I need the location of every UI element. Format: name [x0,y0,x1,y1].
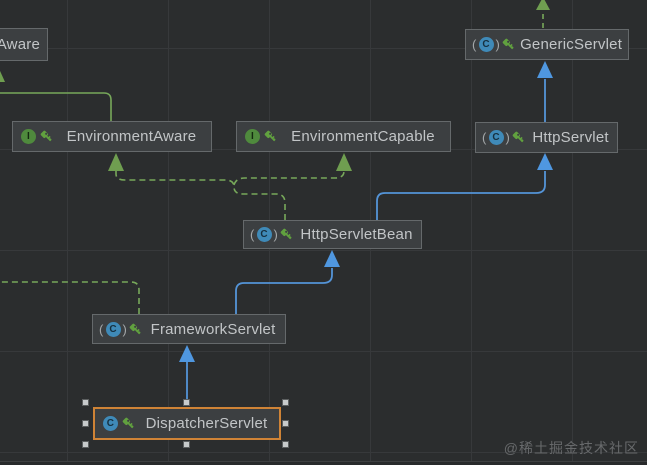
node-icons: C [103,416,135,431]
node-http-servlet[interactable]: ( C ) HttpServlet [475,122,618,153]
node-dispatcher-servlet[interactable]: C DispatcherServlet [93,407,281,440]
selection-handle-top-right[interactable] [282,399,289,406]
bottom-edge [0,461,647,465]
node-http-servlet-bean[interactable]: ( C ) HttpServletBean [243,220,422,249]
node-icons: I [21,129,53,144]
abstract-class-icon: C [256,227,272,242]
key-icon [512,131,524,143]
abstract-paren-open: ( [472,37,477,52]
key-icon [280,228,292,240]
abstract-paren-close: ) [273,227,279,242]
node-environment-aware[interactable]: I EnvironmentAware [12,121,212,152]
abstract-paren-close: ) [495,37,501,52]
node-framework-servlet[interactable]: ( C ) FrameworkServlet [92,314,286,344]
node-environment-capable[interactable]: I EnvironmentCapable [236,121,451,152]
key-icon [122,417,134,429]
node-environment-aware-label: EnvironmentAware [66,128,197,145]
abstract-paren-close: ) [122,321,128,337]
abstract-class-icon: C [105,321,121,337]
abstract-paren-close: ) [505,130,511,145]
node-icons: I [245,129,277,144]
interface-icon: I [245,129,260,144]
selection-handle-mid-left[interactable] [82,420,89,427]
interface-icon: I [21,129,36,144]
key-icon [129,323,141,334]
key-icon [264,130,276,142]
key-icon [502,38,514,50]
selection-handle-top-center[interactable] [183,399,190,406]
node-icons: ( C ) [472,37,515,52]
selection-handle-mid-right[interactable] [282,420,289,427]
selection-handle-top-left[interactable] [82,399,89,406]
node-http-servlet-bean-label: HttpServletBean [300,226,413,243]
node-environment-capable-label: EnvironmentCapable [291,128,435,145]
abstract-paren-open: ( [482,130,487,145]
node-generic-servlet-label: GenericServlet [520,36,622,53]
key-icon [40,130,52,142]
node-http-servlet-label: HttpServlet [532,129,609,146]
abstract-class-icon: C [478,37,494,52]
node-aware[interactable]: Aware [0,28,48,61]
class-icon: C [103,416,118,431]
node-icons: ( C ) [99,321,142,337]
selection-handle-bottom-left[interactable] [82,441,89,448]
node-icons: ( C ) [482,130,525,145]
abstract-paren-open: ( [99,321,104,337]
abstract-class-icon: C [488,130,504,145]
selection-handle-bottom-right[interactable] [282,441,289,448]
node-framework-servlet-label: FrameworkServlet [150,320,276,338]
selection-handle-bottom-center[interactable] [183,441,190,448]
node-generic-servlet[interactable]: ( C ) GenericServlet [465,29,629,60]
abstract-paren-open: ( [250,227,255,242]
node-aware-label: Aware [0,36,40,53]
node-icons: ( C ) [250,227,293,242]
watermark: @稀土掘金技术社区 [503,440,639,456]
node-dispatcher-servlet-label: DispatcherServlet [145,415,268,432]
